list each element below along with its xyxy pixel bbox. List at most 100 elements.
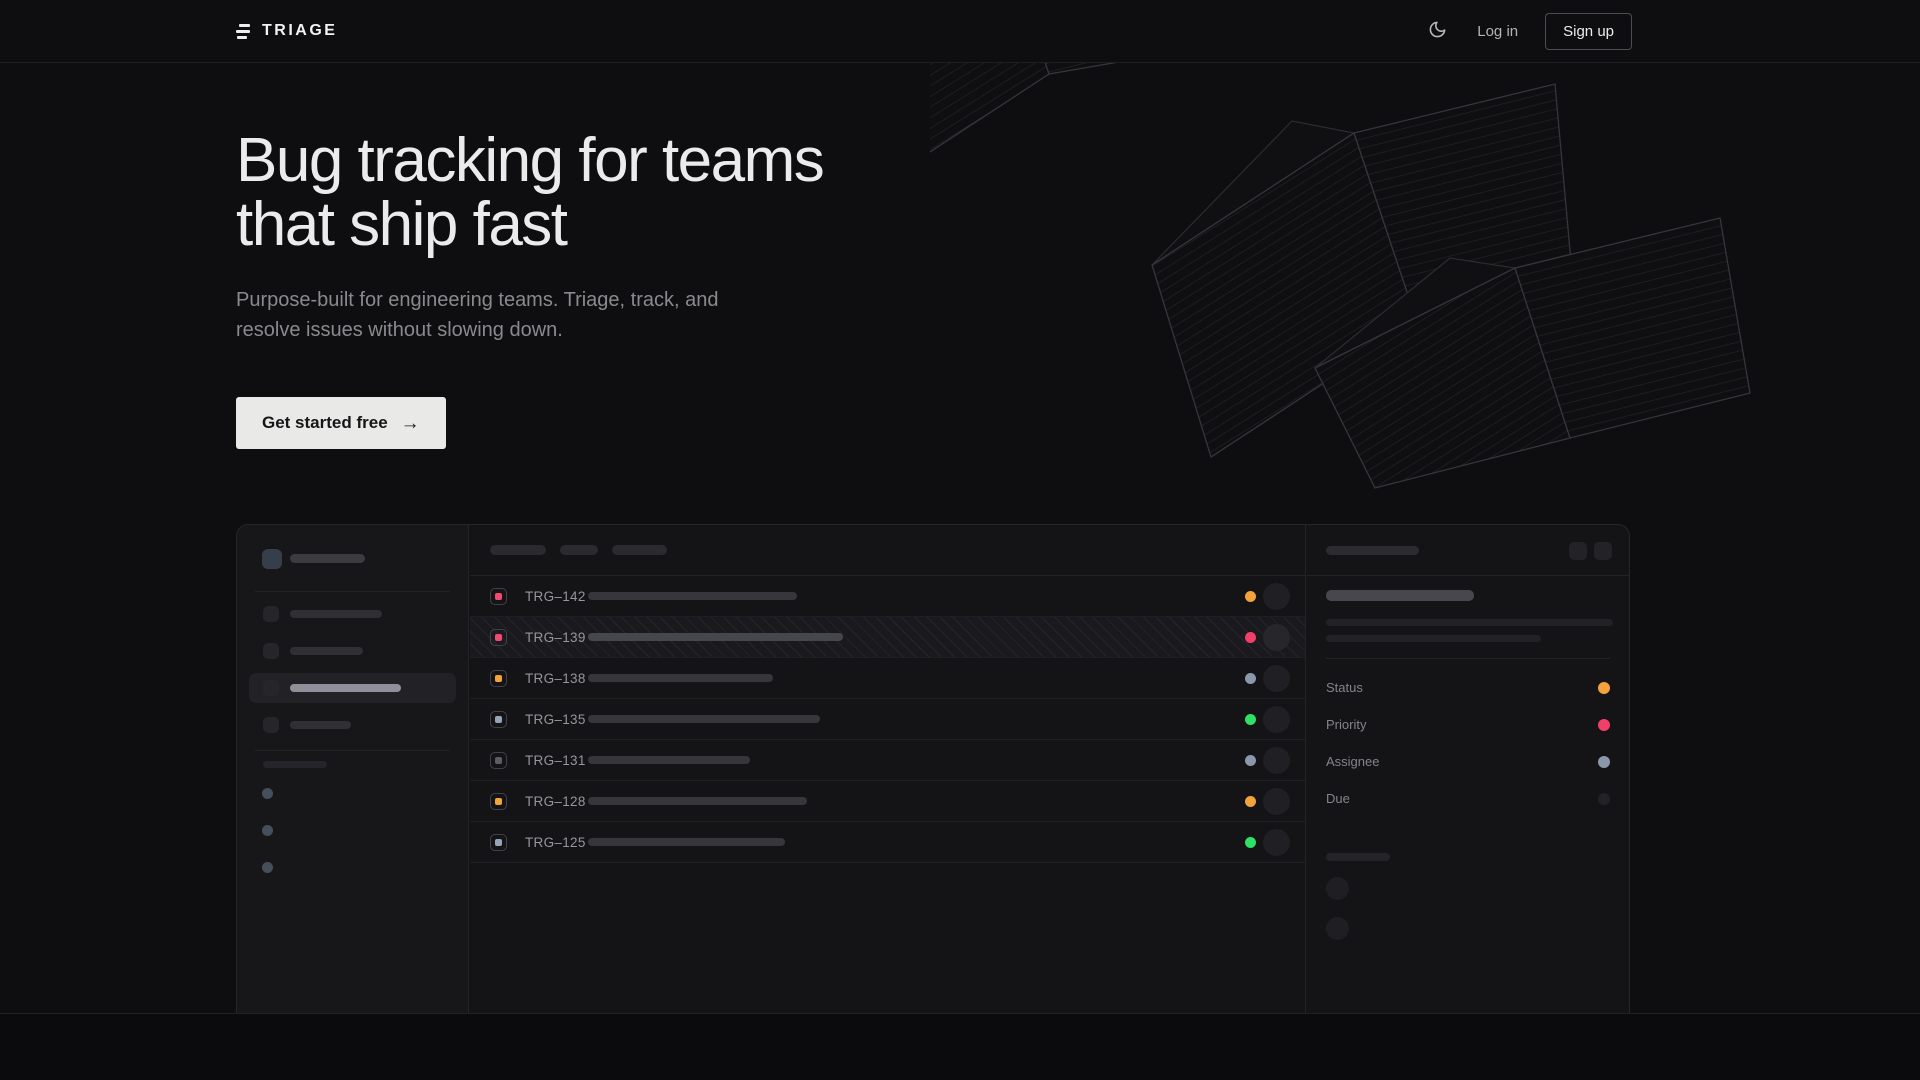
detail-header-skeleton	[1326, 546, 1419, 555]
signup-button[interactable]: Sign up	[1545, 12, 1632, 50]
hero-section: Bug tracking for teams that ship fast Pu…	[0, 63, 1920, 1014]
issue-title-skeleton	[588, 756, 750, 764]
issue-row: TRG–142	[470, 576, 1305, 617]
moon-icon	[1428, 20, 1447, 42]
list-filter-skeleton	[560, 545, 598, 555]
issue-status-dot	[1245, 755, 1256, 766]
hero-title: Bug tracking for teams that ship fast	[236, 126, 825, 259]
hero-subtitle-line1: Purpose-built for engineering teams. Tri…	[236, 289, 719, 311]
triage-logo-icon	[236, 23, 251, 39]
issue-status-dot	[1245, 591, 1256, 602]
sidebar-label-dot	[262, 862, 273, 873]
detail-action-button-skeleton	[1594, 542, 1612, 560]
sidebar-divider	[255, 750, 450, 751]
get-started-button[interactable]: Get started free →	[236, 397, 446, 449]
issue-id: TRG–125	[525, 834, 586, 850]
issue-title-skeleton	[588, 674, 773, 682]
detail-field-label: Due	[1326, 791, 1350, 806]
detail-header	[1307, 525, 1629, 576]
issue-title-skeleton	[588, 715, 820, 723]
sidebar-label-dot	[262, 788, 273, 799]
issue-rows: TRG–142 TRG–139 TRG–138 TRG–135	[470, 576, 1305, 863]
detail-field-dot	[1598, 756, 1610, 768]
issue-id: TRG–138	[525, 670, 586, 686]
sidebar-item-skeleton	[249, 636, 456, 666]
detail-field-row: Status	[1326, 679, 1610, 697]
detail-description-skeleton	[1326, 619, 1613, 626]
comment-avatar-skeleton	[1326, 877, 1349, 900]
preview-sidebar	[237, 525, 469, 1013]
theme-toggle-button[interactable]	[1428, 20, 1447, 42]
issue-title-skeleton	[588, 592, 797, 600]
list-filter-skeleton	[612, 545, 667, 555]
detail-action-button-skeleton	[1569, 542, 1587, 560]
sidebar-item-label-skeleton	[290, 647, 363, 655]
hero-subtitle: Purpose-built for engineering teams. Tri…	[236, 285, 718, 345]
issue-assignee-avatar	[1263, 829, 1290, 856]
issue-status-dot	[1245, 837, 1256, 848]
app-preview-window: TRG–142 TRG–139 TRG–138 TRG–135	[236, 524, 1630, 1013]
workspace-name-skeleton	[290, 554, 365, 563]
issue-row: TRG–125	[470, 822, 1305, 863]
detail-description-skeleton	[1326, 635, 1541, 642]
sidebar-item-label-skeleton	[290, 721, 351, 729]
detail-field-dot	[1598, 793, 1610, 805]
issue-status-dot	[1245, 796, 1256, 807]
detail-divider	[1326, 658, 1610, 659]
preview-issue-list: TRG–142 TRG–139 TRG–138 TRG–135	[470, 525, 1306, 1013]
issue-type-icon	[490, 833, 507, 851]
detail-section-skeleton	[1326, 853, 1390, 861]
issue-row: TRG–128	[470, 781, 1305, 822]
issue-id: TRG–131	[525, 752, 586, 768]
detail-title-skeleton	[1326, 590, 1474, 601]
sidebar-item-skeleton	[249, 673, 456, 703]
footer-band	[0, 1014, 1920, 1080]
comment-avatar-skeleton	[1326, 917, 1349, 940]
get-started-label: Get started free	[262, 413, 388, 432]
detail-field-label: Assignee	[1326, 754, 1380, 769]
sidebar-item-skeleton	[249, 710, 456, 740]
issue-row: TRG–138	[470, 658, 1305, 699]
sidebar-item-icon-skeleton	[263, 717, 279, 733]
issue-id: TRG–142	[525, 588, 586, 604]
issue-type-icon	[490, 792, 507, 810]
detail-field-row: Priority	[1326, 716, 1610, 734]
hero-subtitle-line2: resolve issues without slowing down.	[236, 319, 563, 341]
detail-field-dot	[1598, 719, 1610, 731]
sidebar-item-icon-skeleton	[263, 606, 279, 622]
workspace-avatar-skeleton	[262, 549, 282, 569]
preview-detail-panel: Status Priority Assignee Due	[1307, 525, 1629, 1013]
issue-status-dot	[1245, 632, 1256, 643]
brand-name: TRIAGE	[262, 22, 338, 39]
issue-title-skeleton	[588, 633, 843, 641]
sidebar-section-skeleton	[263, 761, 327, 768]
issue-status-dot	[1245, 673, 1256, 684]
detail-field-dot	[1598, 682, 1610, 694]
issue-type-icon	[490, 628, 507, 646]
sidebar-item-label-skeleton	[290, 684, 401, 692]
issue-id: TRG–128	[525, 793, 586, 809]
issue-title-skeleton	[588, 838, 785, 846]
sidebar-item-icon-skeleton	[263, 680, 279, 696]
wireframe-decoration	[930, 63, 1751, 489]
list-filter-skeleton	[490, 545, 546, 555]
sidebar-label-dot	[262, 825, 273, 836]
issue-title-skeleton	[588, 797, 807, 805]
issue-type-icon	[490, 587, 507, 605]
login-link[interactable]: Log in	[1477, 22, 1519, 40]
issue-row: TRG–139	[470, 617, 1305, 658]
issue-row: TRG–135	[470, 699, 1305, 740]
detail-field-row: Due	[1326, 790, 1610, 808]
brand-logo[interactable]: TRIAGE	[236, 22, 337, 40]
sidebar-item-icon-skeleton	[263, 643, 279, 659]
hero-title-line1: Bug tracking for teams	[236, 126, 825, 195]
detail-field-label: Priority	[1326, 717, 1367, 732]
hero-title-line2: that ship fast	[236, 190, 568, 259]
issue-assignee-avatar	[1263, 583, 1290, 610]
detail-field-label: Status	[1326, 680, 1363, 695]
sidebar-item-label-skeleton	[290, 610, 382, 618]
issue-assignee-avatar	[1263, 747, 1290, 774]
issue-id: TRG–135	[525, 711, 586, 727]
top-navigation: TRIAGE Log in Sign up	[0, 0, 1920, 63]
detail-field-row: Assignee	[1326, 753, 1610, 771]
